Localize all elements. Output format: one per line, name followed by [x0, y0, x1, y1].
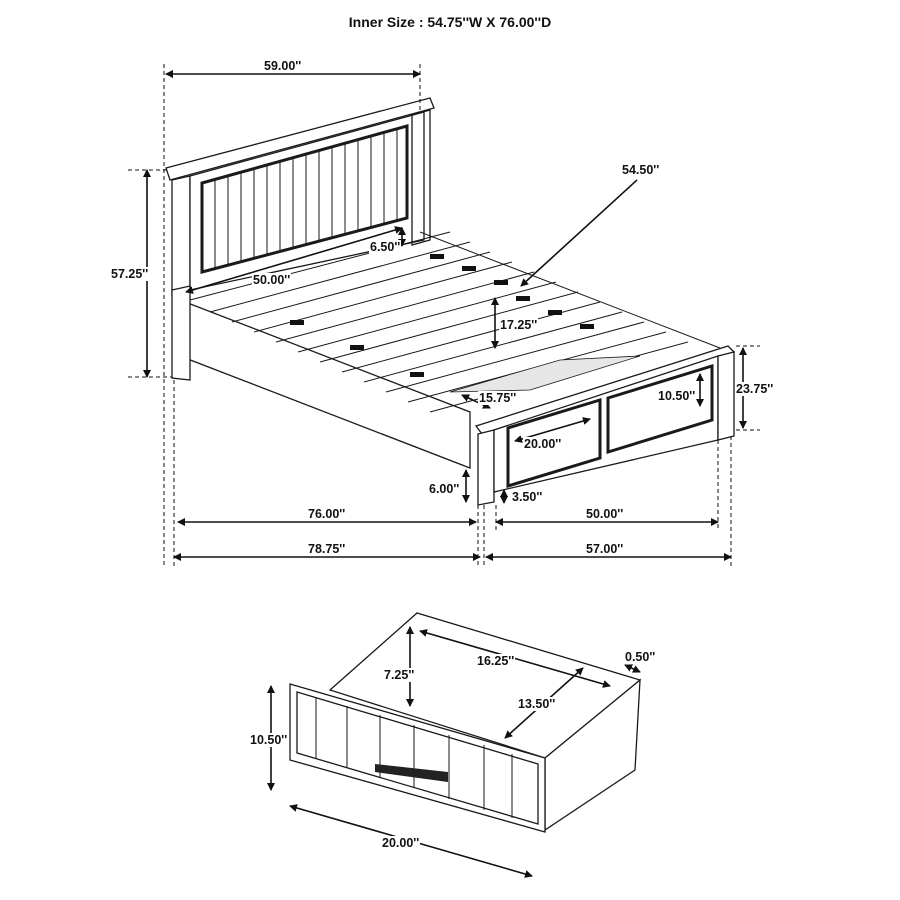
footboard-height-label: 23.75'' [735, 382, 775, 396]
under-bed-clearance-label: 17.25'' [499, 318, 539, 332]
drawer-front-width-label: 20.00'' [381, 836, 421, 850]
drawer-inner-length-label: 16.25'' [476, 654, 516, 668]
drawer-inner-width-label: 13.50'' [517, 697, 557, 711]
headboard-panel-gap-label: 6.50'' [369, 240, 402, 254]
storage-opening-depth-label: 15.75'' [478, 391, 518, 405]
footboard-clearance-label: 3.50'' [511, 490, 544, 504]
drawer-front-height-label: 10.50'' [249, 733, 289, 747]
footboard-drawer-width-label: 20.00'' [523, 437, 563, 451]
footboard-drawer-height-label: 10.50'' [657, 389, 697, 403]
drawer-inner-depth-label: 7.25'' [383, 668, 416, 682]
headboard-panel-width-label: 50.00'' [252, 273, 292, 287]
rail-height-label: 6.00'' [428, 482, 461, 496]
inner-length-label: 76.00'' [307, 507, 347, 521]
slat-supports [290, 254, 594, 377]
drawer-side-thickness-label: 0.50'' [624, 650, 657, 664]
overall-length-label: 78.75'' [307, 542, 347, 556]
headboard-width-label: 59.00'' [263, 59, 303, 73]
overall-width-label: 57.00'' [585, 542, 625, 556]
bed-drawing [165, 97, 736, 506]
drawer-drawing [289, 612, 642, 833]
headboard-height-label: 57.25'' [110, 267, 150, 281]
inner-width-label: 50.00'' [585, 507, 625, 521]
inner-size-title: Inner Size : 54.75''W X 76.00''D [348, 14, 552, 30]
extension-lines [128, 64, 760, 568]
slat-length-label: 54.50'' [621, 163, 661, 177]
